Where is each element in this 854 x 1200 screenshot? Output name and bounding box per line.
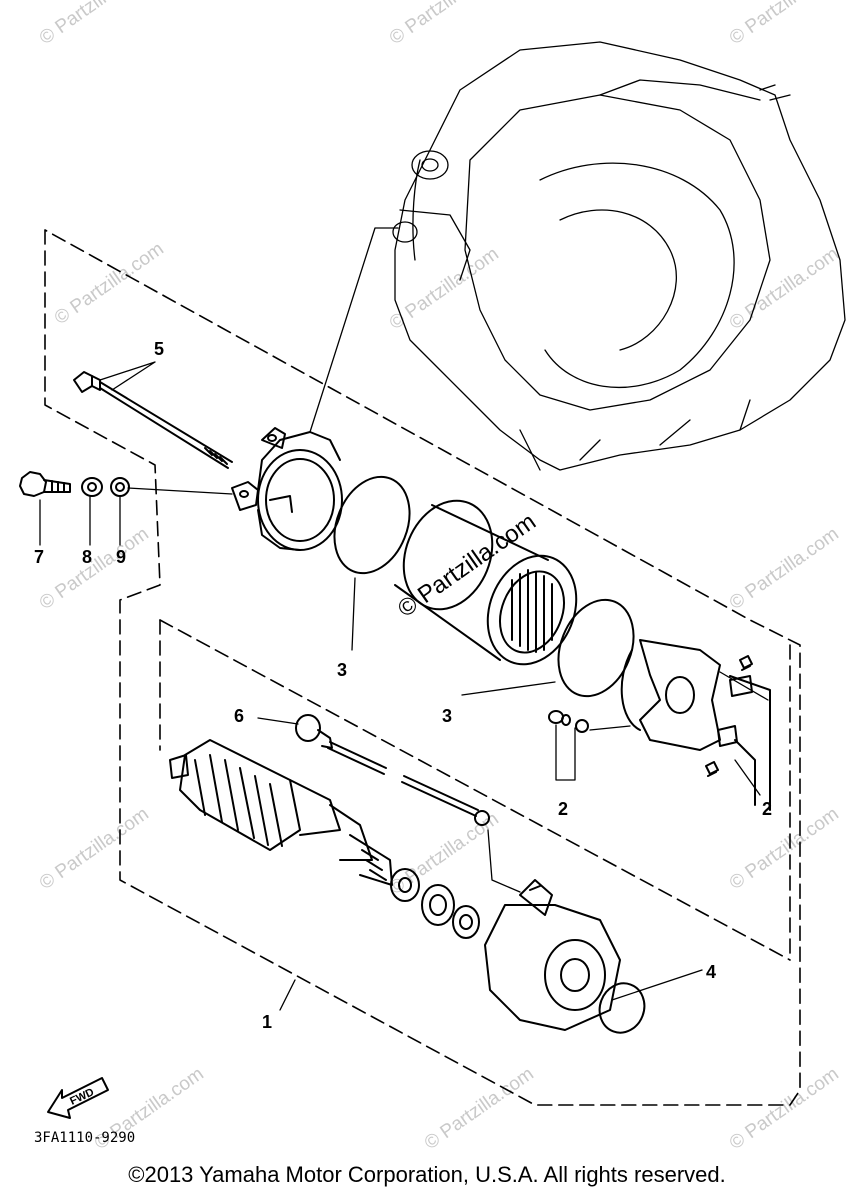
rear-screw — [548, 710, 589, 733]
part-code: 3FA1110-9290 — [34, 1130, 135, 1146]
through-bolt — [73, 371, 233, 469]
watermark-tile: © Partzilla.com — [726, 243, 843, 334]
watermark-tile: © Partzilla.com — [726, 523, 843, 614]
copyright-notice: ©2013 Yamaha Motor Corporation, U.S.A. A… — [128, 1162, 726, 1187]
watermark-tile: © Partzilla.com — [726, 803, 843, 894]
watermark-tile: © Partzilla.com — [421, 1063, 538, 1154]
callout-2-left: 2 — [558, 799, 568, 819]
front-cover — [231, 427, 343, 551]
armature — [169, 739, 393, 886]
callout-2-right: 2 — [762, 799, 772, 819]
callout-7: 7 — [34, 547, 44, 567]
mount-bolt — [19, 471, 71, 497]
callouts: 5 7 8 9 3 3 6 2 2 4 1 — [34, 339, 772, 1032]
lock-washer — [81, 477, 103, 497]
fwd-arrow-icon: FWD — [47, 1077, 109, 1119]
brush-lead — [295, 714, 490, 826]
starter-motor-diagram: © Partzilla.com © Partzilla.com © Partzi… — [19, 0, 846, 1154]
o-ring-rear — [557, 598, 635, 698]
leader-lines — [39, 227, 769, 1011]
center-watermark: © Partzilla.com — [393, 508, 541, 623]
callout-1: 1 — [262, 1012, 272, 1032]
rear-cover — [484, 879, 621, 1031]
watermark-tile: © Partzilla.com — [726, 0, 843, 49]
callout-9: 9 — [116, 547, 126, 567]
watermark-tile: © Partzilla.com — [36, 803, 153, 894]
o-ring-small — [598, 982, 646, 1034]
callout-8: 8 — [82, 547, 92, 567]
crankcase-outline — [392, 41, 846, 471]
callout-4: 4 — [706, 962, 716, 982]
yoke — [394, 499, 578, 666]
callout-3-rear: 3 — [442, 706, 452, 726]
watermark-tile: © Partzilla.com — [36, 0, 153, 49]
bearing-set — [390, 868, 480, 939]
callout-5: 5 — [154, 339, 164, 359]
fwd-label: FWD — [68, 1086, 96, 1107]
watermark-tile: © Partzilla.com — [36, 523, 153, 614]
assembly-boundary — [44, 229, 801, 1106]
watermark-tile: © Partzilla.com — [726, 1063, 843, 1154]
watermark-tile: © Partzilla.com — [386, 0, 503, 49]
brush-holder — [620, 639, 771, 811]
o-ring-front — [333, 475, 411, 575]
callout-6: 6 — [234, 706, 244, 726]
plain-washer — [110, 477, 130, 497]
watermark-tile: © Partzilla.com — [51, 238, 168, 329]
callout-3-front: 3 — [337, 660, 347, 680]
